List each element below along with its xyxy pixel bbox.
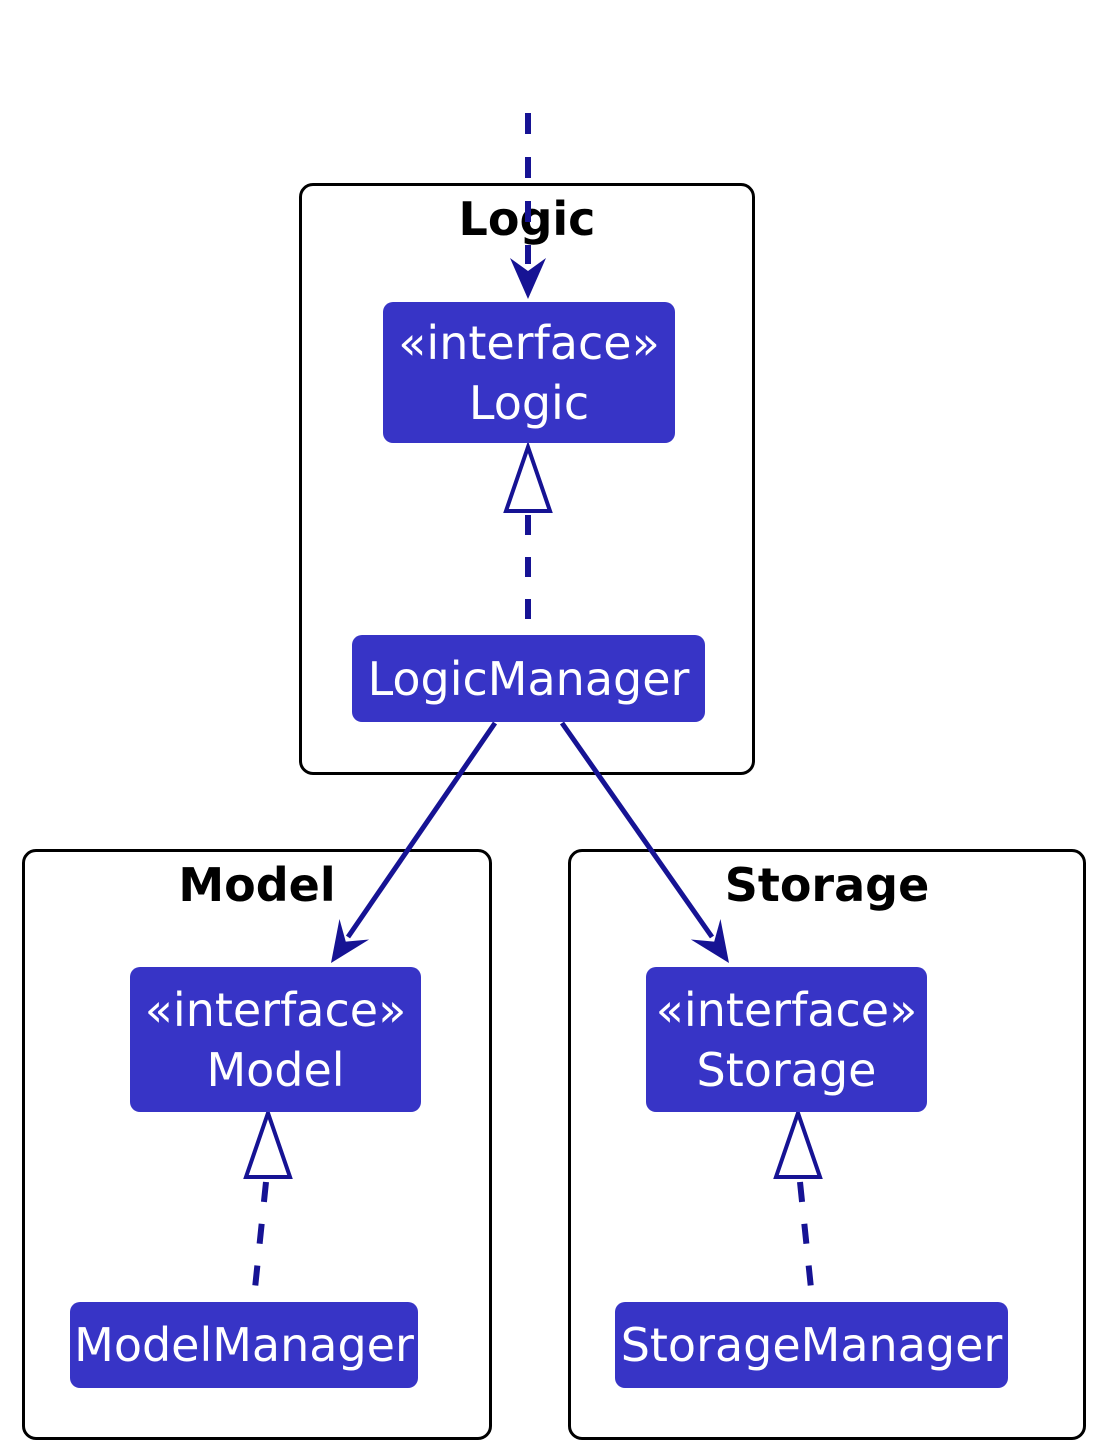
class-name-label: StorageManager [620, 1318, 1003, 1372]
class-modelmanager: ModelManager [70, 1302, 418, 1388]
class-storage-interface: «interface» Storage [646, 967, 927, 1112]
class-storagemanager: StorageManager [615, 1302, 1008, 1388]
stereotype-label: «interface» [398, 315, 660, 370]
stereotype-label: «interface» [655, 982, 918, 1037]
class-name-label: LogicManager [367, 651, 690, 706]
class-model-interface: «interface» Model [130, 967, 421, 1112]
logic-package-title: Logic [458, 192, 596, 246]
storage-package-title: Storage [724, 858, 930, 912]
class-logicmanager: LogicManager [352, 635, 705, 722]
class-name-label: Logic [468, 375, 590, 430]
class-name-label: Model [206, 1042, 345, 1097]
class-name-label: ModelManager [74, 1318, 414, 1372]
model-package-title: Model [178, 858, 336, 912]
class-name-label: Storage [696, 1042, 877, 1097]
class-logic-interface: «interface» Logic [383, 302, 675, 443]
stereotype-label: «interface» [144, 982, 407, 1037]
